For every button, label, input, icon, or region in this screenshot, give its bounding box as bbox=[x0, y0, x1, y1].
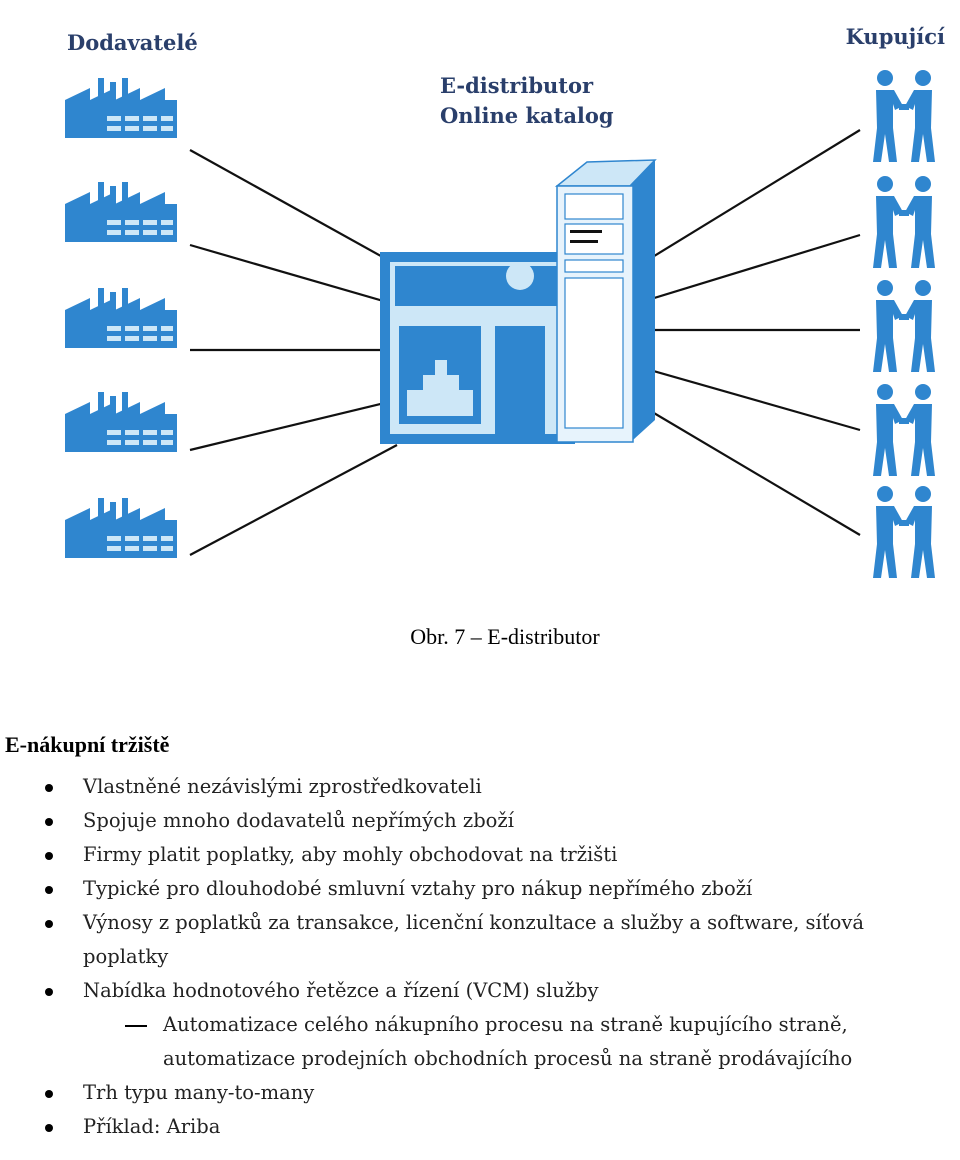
handshake-icon bbox=[873, 70, 935, 162]
section-heading: E-nákupní tržiště bbox=[5, 732, 170, 757]
sub-list: Automatizace celého nákupního procesu na… bbox=[83, 1008, 950, 1076]
bullet-text: Typické pro dlouhodobé smluvní vztahy pr… bbox=[83, 877, 753, 900]
bullet-item: Výnosy z poplatků za transakce, licenční… bbox=[0, 906, 950, 974]
e-distributor-diagram: Dodavatelé Kupující E-distributor Online… bbox=[55, 0, 955, 585]
bullet-text: Firmy platit poplatky, aby mohly obchodo… bbox=[83, 843, 618, 866]
bullet-item: Firmy platit poplatky, aby mohly obchodo… bbox=[0, 838, 950, 872]
handshake-icon bbox=[873, 486, 935, 578]
buyers-label: Kupující bbox=[846, 24, 945, 49]
factory-icon bbox=[65, 182, 177, 242]
storefront-icon bbox=[380, 252, 575, 444]
handshake-icon bbox=[873, 280, 935, 372]
bullet-text: Příklad: Ariba bbox=[83, 1115, 221, 1138]
bullet-text: Výnosy z poplatků za transakce, licenční… bbox=[83, 911, 864, 968]
caption-text: Obr. 7 – E-distributor bbox=[410, 624, 600, 649]
bullet-item: Příklad: Ariba bbox=[0, 1110, 950, 1144]
bullet-item: Spojuje mnoho dodavatelů nepřímých zboží bbox=[0, 804, 950, 838]
bullet-item: Vlastněné nezávislými zprostředkovateli bbox=[0, 770, 950, 804]
bullet-item: Nabídka hodnotového řetězce a řízení (VC… bbox=[0, 974, 950, 1076]
connection-lines bbox=[189, 129, 861, 556]
center-title-line1: E-distributor bbox=[440, 73, 594, 98]
factory-icon bbox=[65, 78, 177, 138]
bullet-item: Typické pro dlouhodobé smluvní vztahy pr… bbox=[0, 872, 950, 906]
factory-icon bbox=[65, 392, 177, 452]
suppliers-label: Dodavatelé bbox=[67, 30, 198, 55]
bullet-text: Spojuje mnoho dodavatelů nepřímých zboží bbox=[83, 809, 514, 832]
figure-caption: Obr. 7 – E-distributor bbox=[0, 624, 960, 650]
diagram-svg: Dodavatelé Kupující E-distributor Online… bbox=[65, 24, 945, 578]
factory-icon bbox=[65, 288, 177, 348]
factory-icon bbox=[65, 498, 177, 558]
handshake-icon bbox=[873, 176, 935, 268]
bullet-text: Nabídka hodnotového řetězce a řízení (VC… bbox=[83, 979, 599, 1002]
bullet-text: Vlastněné nezávislými zprostředkovateli bbox=[83, 775, 482, 798]
bullet-item: Trh typu many-to-many bbox=[0, 1076, 950, 1110]
supplier-factories bbox=[65, 78, 177, 558]
center-title-line2: Online katalog bbox=[440, 103, 614, 128]
handshake-icon bbox=[873, 384, 935, 476]
server-icon bbox=[554, 159, 657, 443]
bullet-text: Trh typu many-to-many bbox=[83, 1081, 315, 1104]
buyer-handshakes bbox=[873, 70, 935, 578]
sub-bullet-item: Automatizace celého nákupního procesu na… bbox=[83, 1008, 950, 1076]
